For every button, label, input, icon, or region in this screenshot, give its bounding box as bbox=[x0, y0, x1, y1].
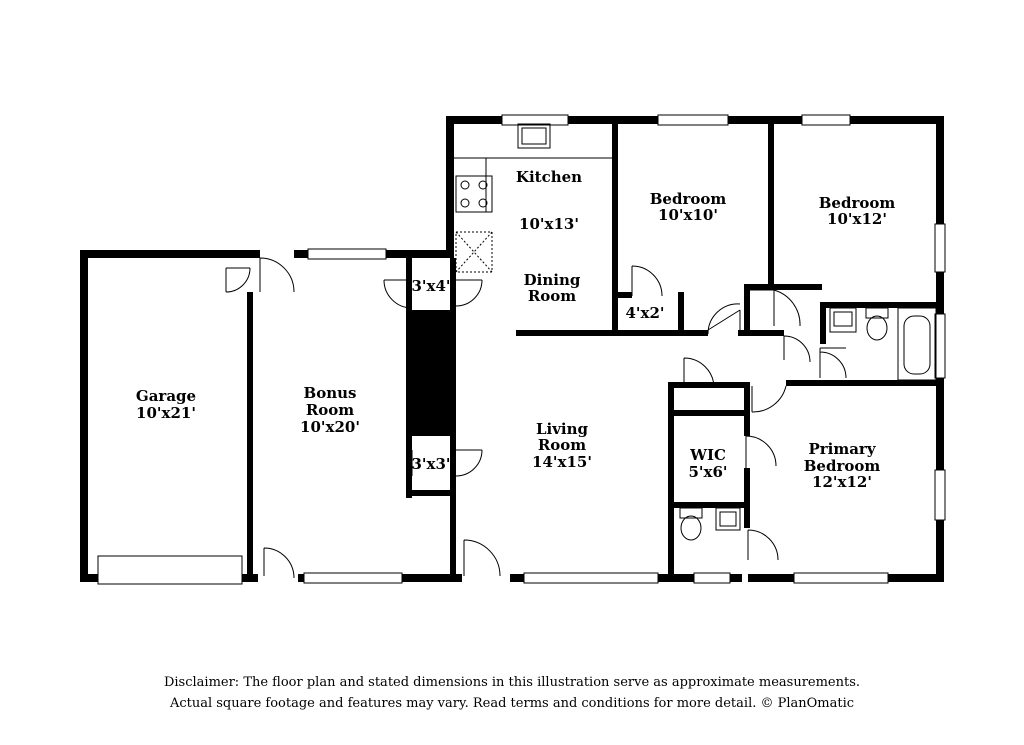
living-name-2: Room bbox=[538, 436, 586, 454]
bonus-name-2: Room bbox=[306, 401, 354, 419]
toilet-icon bbox=[865, 307, 889, 319]
fridge-icon bbox=[455, 231, 493, 273]
wic-dims: 5'x6' bbox=[688, 463, 727, 481]
interior-walls bbox=[247, 124, 944, 582]
kitchen-sink-icon bbox=[517, 123, 551, 149]
bathtub-icon bbox=[897, 307, 937, 381]
garage-name: Garage bbox=[136, 387, 196, 405]
primary-name-2: Bedroom bbox=[804, 457, 881, 475]
living-dims: 14'x15' bbox=[532, 453, 592, 471]
wic-name: WIC bbox=[689, 446, 726, 464]
disclaimer-line-2: Actual square footage and features may v… bbox=[169, 696, 855, 711]
closet-top-dims: 3'x4' bbox=[411, 277, 450, 295]
kitchen-dims: 10'x13' bbox=[519, 215, 579, 233]
bedroom-b-name: Bedroom bbox=[819, 194, 896, 212]
fixtures bbox=[454, 123, 937, 541]
bonus-name-1: Bonus bbox=[304, 384, 357, 402]
bath-sink-icon bbox=[829, 307, 857, 333]
toilet-icon bbox=[679, 507, 703, 519]
disclaimer: Disclaimer: The floor plan and stated di… bbox=[0, 672, 1024, 714]
door-swings bbox=[225, 257, 847, 579]
kitchen-name: Kitchen bbox=[516, 168, 582, 186]
bedroom-a-name: Bedroom bbox=[650, 190, 727, 208]
dining-name-1: Dining bbox=[524, 271, 581, 289]
bonus-dims: 10'x20' bbox=[300, 418, 360, 436]
exterior-walls bbox=[80, 116, 944, 582]
bedroom-a-dims: 10'x10' bbox=[658, 206, 718, 224]
primary-dims: 12'x12' bbox=[812, 473, 872, 491]
bedroom-b-dims: 10'x12' bbox=[827, 210, 887, 228]
closet-bottom-dims: 3'x3' bbox=[411, 455, 450, 473]
room-labels: Garage 10'x21' Bonus Room 10'x20' Kitche… bbox=[136, 168, 895, 491]
garage-dims: 10'x21' bbox=[136, 404, 196, 422]
stove-icon bbox=[455, 175, 493, 213]
disclaimer-line-1: Disclaimer: The floor plan and stated di… bbox=[163, 675, 861, 690]
primary-name-1: Primary bbox=[808, 440, 876, 458]
windows bbox=[97, 114, 946, 585]
dining-name-2: Room bbox=[528, 287, 576, 305]
bath-sink-icon bbox=[715, 507, 741, 531]
living-name-1: Living bbox=[536, 420, 589, 438]
closet-small-dims: 4'x2' bbox=[625, 304, 664, 322]
